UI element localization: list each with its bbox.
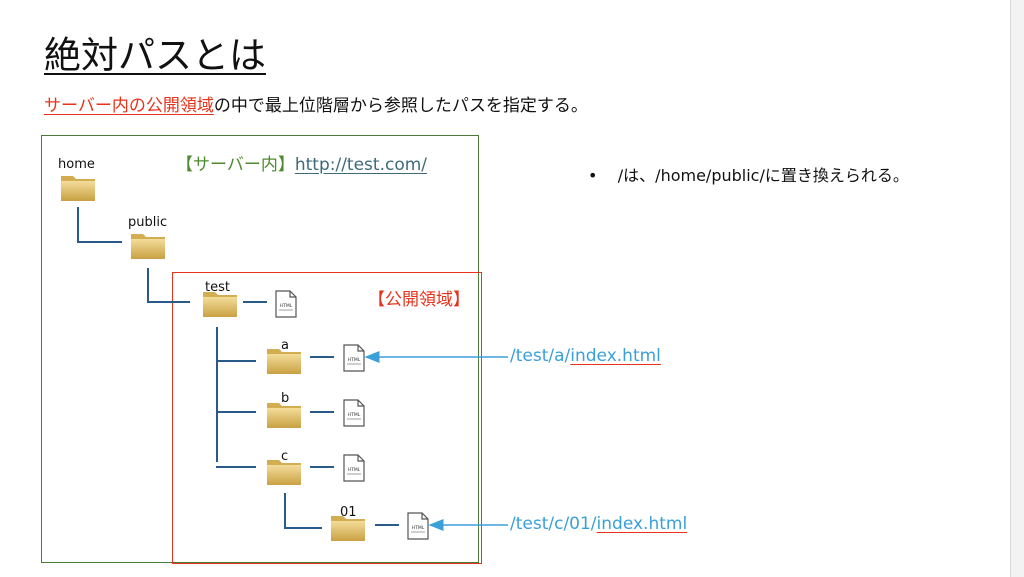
svg-text:HTML: HTML xyxy=(348,412,361,418)
tree-line xyxy=(77,241,122,243)
server-label-text: 【サーバー内】 xyxy=(176,155,295,175)
svg-text:HTML: HTML xyxy=(348,467,361,473)
path-prefix: /test/c/01/ xyxy=(510,514,597,534)
html-file-icon[interactable]: HTML xyxy=(407,512,429,540)
folder-icon-test[interactable] xyxy=(202,288,238,318)
subtitle-rest: の中で最上位階層から参照したパスを指定する。 xyxy=(213,96,588,116)
tree-line xyxy=(310,411,334,413)
tree-line xyxy=(216,327,218,462)
slide-edge xyxy=(1010,0,1024,577)
tree-line xyxy=(284,493,286,528)
bullet-note: • /は、/home/public/に置き換えられる。 xyxy=(588,162,909,186)
svg-text:HTML: HTML xyxy=(280,303,293,309)
path-label-a: /test/a/index.html xyxy=(510,346,661,366)
public-area-label: 【公開領域】 xyxy=(368,290,470,310)
server-url-link[interactable]: http://test.com/ xyxy=(294,155,428,175)
folder-label-01: 01 xyxy=(340,505,357,520)
path-label-c01: /test/c/01/index.html xyxy=(510,514,687,534)
html-file-icon[interactable]: HTML xyxy=(343,454,365,482)
subtitle-highlight: サーバー内の公開領域 xyxy=(44,96,214,116)
arrow-to-file-c01 xyxy=(428,519,508,531)
folder-label-a: a xyxy=(281,338,289,353)
tree-line xyxy=(147,301,190,303)
folder-label-public: public xyxy=(128,215,168,230)
folder-icon-public[interactable] xyxy=(130,230,166,260)
folder-icon-b[interactable] xyxy=(266,399,302,429)
tree-line xyxy=(310,466,334,468)
html-file-icon[interactable]: HTML xyxy=(275,290,297,318)
tree-line xyxy=(243,301,267,303)
tree-line xyxy=(216,411,256,413)
folder-label-c: c xyxy=(281,449,289,464)
folder-label-test: test xyxy=(205,280,230,295)
tree-line xyxy=(310,356,334,358)
tree-line xyxy=(77,207,79,242)
path-prefix: /test/a/ xyxy=(510,346,571,366)
public-area-box xyxy=(172,272,482,564)
tree-line xyxy=(284,527,322,529)
tree-line xyxy=(216,360,256,362)
svg-text:HTML: HTML xyxy=(412,525,425,531)
tree-line xyxy=(216,466,256,468)
folder-icon-a[interactable] xyxy=(266,345,302,375)
folder-icon-home[interactable] xyxy=(60,172,96,202)
svg-text:HTML: HTML xyxy=(348,357,361,363)
folder-icon-c[interactable] xyxy=(266,456,302,486)
path-file[interactable]: index.html xyxy=(596,514,688,534)
server-area-label: 【サーバー内】http://test.com/ xyxy=(176,150,427,175)
path-file[interactable]: index.html xyxy=(570,346,661,366)
html-file-icon[interactable]: HTML xyxy=(343,399,365,427)
bullet-marker: • xyxy=(588,166,598,185)
server-area-box xyxy=(41,135,479,563)
bullet-text: /は、/home/public/に置き換えられる。 xyxy=(617,166,909,185)
folder-icon-01[interactable] xyxy=(330,512,366,542)
html-file-icon[interactable]: HTML xyxy=(343,344,365,372)
arrow-to-file-a xyxy=(364,351,508,363)
page-title: 絶対パスとは xyxy=(44,34,266,77)
folder-label-b: b xyxy=(281,391,290,406)
folder-label-home: home xyxy=(58,157,95,172)
tree-line xyxy=(375,524,399,526)
subtitle: サーバー内の公開領域の中で最上位階層から参照したパスを指定する。 xyxy=(44,95,588,117)
tree-line xyxy=(147,268,149,302)
